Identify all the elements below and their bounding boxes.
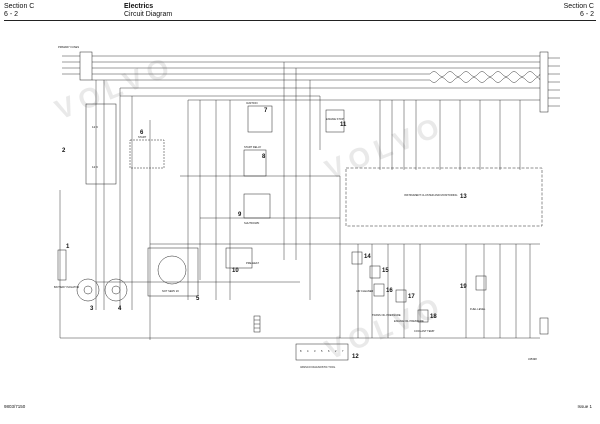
component-12-diagnostic-connector: 8 4 3 5 6 2 7 12 VANSCO DIAGNOSTIC TOOL: [295, 343, 359, 369]
component-11-engine-stop: 11 ENGINE STOP: [325, 109, 347, 133]
svg-text:4: 4: [118, 306, 122, 312]
svg-text:7: 7: [342, 349, 344, 353]
svg-text:SHUTDOWN: SHUTDOWN: [244, 221, 259, 225]
component-18-coolant-temp: 18 COOLANT TEMP: [414, 309, 437, 333]
svg-text:17: 17: [408, 294, 415, 300]
svg-text:14: 14: [364, 254, 371, 260]
vertical-wires: [59, 62, 531, 340]
right-connector-strip: [539, 51, 560, 335]
document-subtitle: Circuit Diagram: [124, 11, 173, 18]
svg-text:2: 2: [335, 349, 337, 353]
svg-text:1: 1: [66, 244, 70, 250]
svg-text:INSTRUMENT CLUSTER AND MONITOR: INSTRUMENT CLUSTER AND MONITORING: [404, 193, 457, 197]
header-rule: [4, 20, 596, 21]
svg-text:3: 3: [90, 306, 94, 312]
svg-text:11: 11: [340, 122, 347, 128]
component-14-air-cleaner: 14 AIR CLEANER: [351, 251, 373, 293]
component-1-battery-isolator: 1 BATTERY ISOLATOR: [54, 244, 79, 289]
watermark: VOLVO VOLVO VOLVO: [51, 50, 449, 366]
component-8-start-relay: 8 START RELAY: [243, 145, 267, 177]
footer-document-number: 9803/7150: [4, 404, 26, 409]
component-3: 3: [76, 278, 100, 312]
svg-text:PRE-HEAT: PRE-HEAT: [246, 261, 259, 265]
svg-text:9: 9: [238, 212, 242, 218]
component-15: 15: [369, 265, 389, 279]
main-buses: [60, 55, 540, 339]
section-label-left: Section C: [4, 3, 35, 10]
svg-text:7: 7: [264, 108, 268, 114]
svg-text:2: 2: [62, 148, 66, 154]
svg-text:15: 15: [382, 268, 389, 274]
drawing-number: 345398: [528, 357, 537, 361]
svg-text:12 V: 12 V: [92, 125, 98, 129]
svg-text:5: 5: [321, 349, 323, 353]
svg-text:13: 13: [460, 194, 467, 200]
svg-text:3: 3: [314, 349, 316, 353]
section-label-right: Section C: [563, 3, 594, 10]
svg-text:START RELAY: START RELAY: [244, 145, 262, 149]
svg-text:AIR CLEANER: AIR CLEANER: [356, 289, 373, 293]
component-6-start: 6 START: [129, 130, 165, 169]
page-number-left: 6 - 2: [4, 11, 19, 18]
svg-text:VOLVO: VOLVO: [51, 50, 179, 126]
service-tool-label: VANSCO DIAGNOSTIC TOOL: [300, 365, 336, 369]
svg-text:12: 12: [352, 354, 359, 360]
svg-text:12 V: 12 V: [92, 165, 98, 169]
document-title: Electrics: [124, 3, 154, 10]
svg-text:19: 19: [460, 284, 467, 290]
svg-text:FUEL LEVEL: FUEL LEVEL: [470, 307, 486, 311]
svg-text:START: START: [138, 135, 147, 139]
component-4: 4: [104, 278, 128, 312]
primary-fuses: [62, 51, 93, 81]
component-16-trans-oil-pressure: 16 TRANS OIL PRESSURE: [372, 283, 401, 317]
svg-text:6: 6: [140, 130, 144, 136]
glow-plug-heater: [253, 315, 261, 333]
svg-text:ENGINE STOP: ENGINE STOP: [326, 117, 344, 121]
page-number-right: 6 - 2: [579, 11, 594, 18]
svg-text:NOT SERV 20: NOT SERV 20: [162, 289, 179, 293]
svg-text:5: 5: [196, 296, 200, 302]
component-5: 5 NOT SERV 20: [147, 247, 200, 302]
svg-text:4: 4: [307, 349, 309, 353]
svg-text:ENGINE OIL PRESSURE: ENGINE OIL PRESSURE: [394, 319, 424, 323]
svg-text:TRANS OIL PRESSURE: TRANS OIL PRESSURE: [372, 313, 401, 317]
svg-text:IGNITION: IGNITION: [246, 101, 258, 105]
svg-text:BATTERY ISOLATOR: BATTERY ISOLATOR: [54, 285, 79, 289]
component-13-instrument-cluster: 13 INSTRUMENT CLUSTER AND MONITORING: [345, 167, 543, 227]
footer-issue: Issue 1: [577, 404, 592, 409]
component-17-engine-oil-pressure: 17 ENGINE OIL PRESSURE: [394, 289, 424, 323]
component-7-ignition: 7 IGNITION: [246, 101, 273, 133]
svg-text:10: 10: [232, 268, 239, 274]
svg-text:6: 6: [328, 349, 330, 353]
can-harness: [429, 71, 541, 77]
primary-fuses-label: PRIMARY FUSES: [58, 45, 79, 49]
component-9-shutdown: 9 SHUTDOWN: [238, 193, 271, 225]
svg-text:COOLANT TEMP: COOLANT TEMP: [414, 329, 435, 333]
component-10-pre-heat: 10 PRE-HEAT: [225, 247, 259, 274]
component-19-fuel-level: 19 FUEL LEVEL: [460, 275, 487, 311]
svg-text:16: 16: [386, 288, 393, 294]
svg-text:18: 18: [430, 314, 437, 320]
svg-text:8: 8: [300, 349, 302, 353]
component-2-battery: 12 V 12 V 2: [62, 103, 117, 185]
svg-text:8: 8: [262, 154, 266, 160]
